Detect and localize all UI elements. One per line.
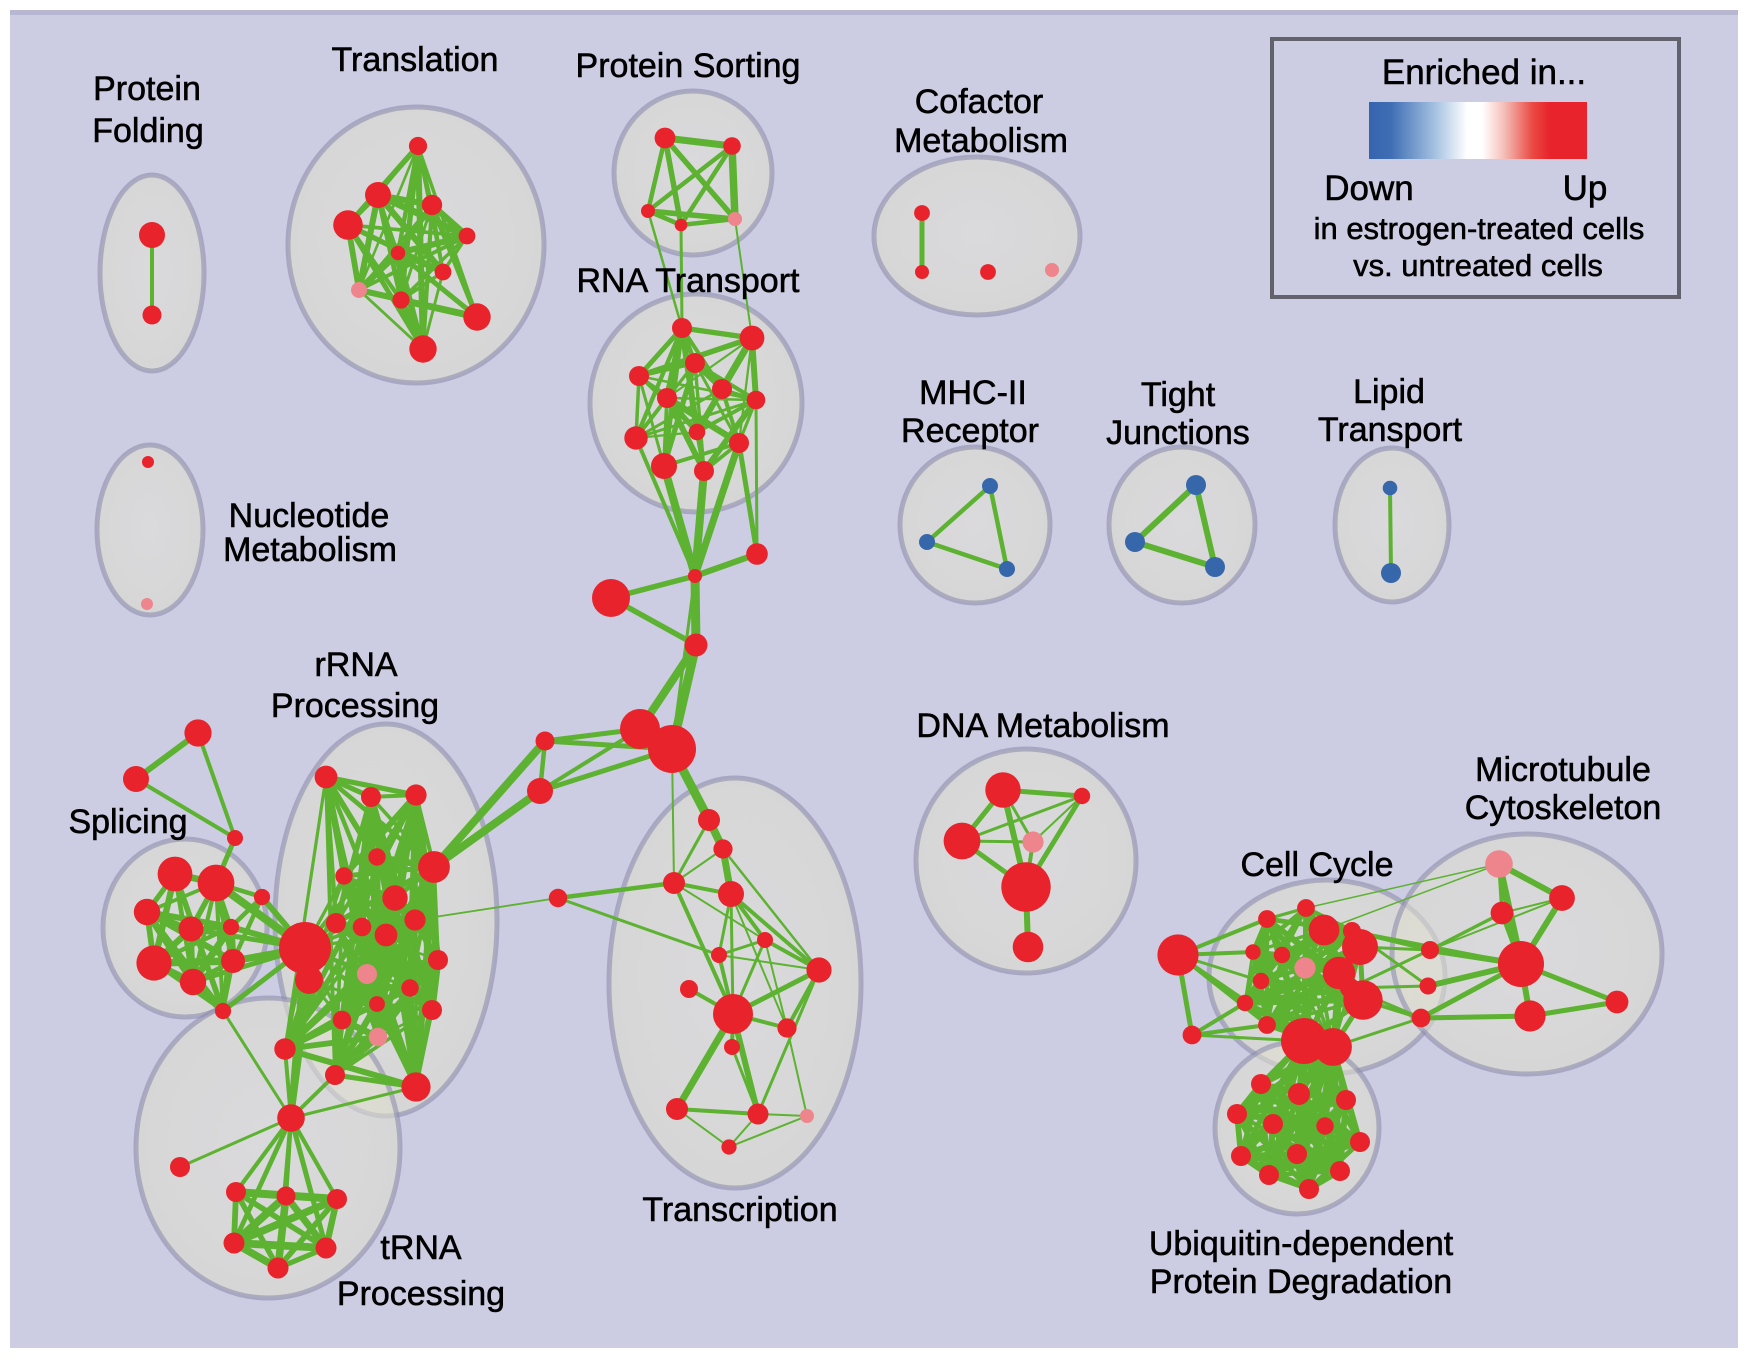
svg-text:Metabolism: Metabolism <box>894 122 1068 160</box>
svg-text:Receptor: Receptor <box>901 412 1039 450</box>
svg-text:Microtubule: Microtubule <box>1475 751 1651 789</box>
svg-text:Cofactor: Cofactor <box>915 83 1044 121</box>
svg-text:Down: Down <box>1324 169 1413 208</box>
svg-text:Tight: Tight <box>1141 376 1216 414</box>
svg-text:Lipid: Lipid <box>1353 373 1425 411</box>
svg-text:Transport: Transport <box>1318 411 1463 449</box>
svg-text:Junctions: Junctions <box>1106 414 1250 452</box>
svg-text:Splicing: Splicing <box>68 803 187 841</box>
svg-text:Protein Sorting: Protein Sorting <box>576 47 801 85</box>
svg-text:Metabolism: Metabolism <box>223 531 397 569</box>
svg-text:Processing: Processing <box>337 1275 505 1313</box>
svg-text:tRNA: tRNA <box>380 1229 462 1267</box>
svg-text:Ubiquitin-dependent: Ubiquitin-dependent <box>1149 1225 1454 1263</box>
svg-text:Nucleotide: Nucleotide <box>229 497 390 535</box>
svg-text:Translation: Translation <box>332 41 499 79</box>
svg-text:RNA Transport: RNA Transport <box>577 262 801 300</box>
svg-text:Cell Cycle: Cell Cycle <box>1240 846 1393 884</box>
svg-text:MHC-II: MHC-II <box>919 374 1027 412</box>
svg-text:rRNA: rRNA <box>314 646 397 684</box>
svg-text:vs. untreated cells: vs. untreated cells <box>1353 248 1603 283</box>
svg-text:Transcription: Transcription <box>642 1191 837 1229</box>
svg-text:Protein: Protein <box>93 70 201 108</box>
svg-text:DNA Metabolism: DNA Metabolism <box>916 707 1169 745</box>
svg-text:Processing: Processing <box>271 687 439 725</box>
svg-text:Folding: Folding <box>92 112 204 150</box>
svg-text:Up: Up <box>1563 169 1608 208</box>
svg-text:Enriched in...: Enriched in... <box>1382 53 1586 92</box>
svg-text:Protein Degradation: Protein Degradation <box>1150 1263 1452 1301</box>
svg-text:Cytoskeleton: Cytoskeleton <box>1465 789 1662 827</box>
svg-text:in estrogen-treated cells: in estrogen-treated cells <box>1314 211 1645 246</box>
